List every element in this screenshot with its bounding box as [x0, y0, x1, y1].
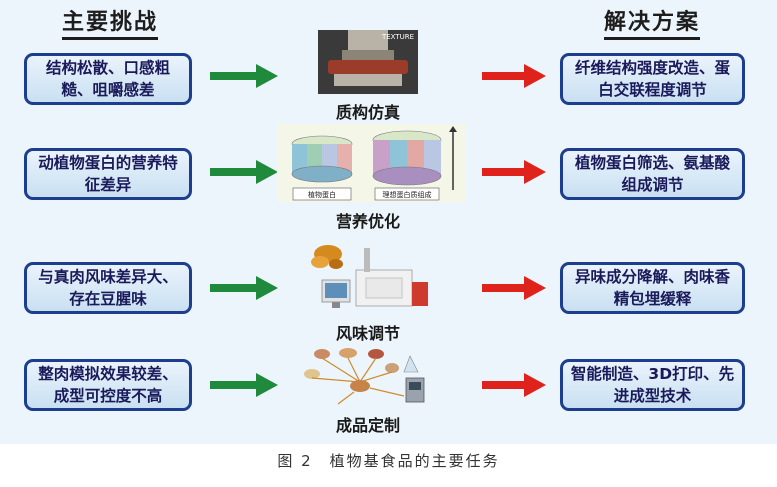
header-challenges: 主要挑战 — [62, 4, 159, 40]
flavor-image — [311, 245, 428, 308]
red-arrow-3 — [482, 276, 546, 300]
solution-box-2: 植物蛋白筛选、氨基酸组成调节 — [560, 148, 745, 200]
texture-image: TEXTURE — [318, 30, 418, 94]
challenge-text-2: 动植物蛋白的营养特征差异 — [38, 154, 178, 194]
solution-box-3: 异味成分降解、肉味香精包埋缓释 — [560, 262, 745, 314]
solution-text-4: 智能制造、3D打印、先进成型技术 — [570, 365, 735, 405]
task-label-4: 成品定制 — [335, 416, 400, 435]
nutrition-left-label: 植物蛋白 — [308, 190, 336, 199]
task-label-3: 风味调节 — [335, 324, 400, 343]
figure-caption: 图 2 植物基食品的主要任务 — [277, 452, 500, 470]
diagram-frame: 主要挑战 解决方案 结构松散、口感粗糙、咀嚼感差 TEXTURE 质构仿真 纤维… — [0, 0, 777, 444]
solution-text-3: 异味成分降解、肉味香精包埋缓释 — [574, 268, 730, 308]
challenge-text-3: 与真肉风味差异大、存在豆腥味 — [38, 268, 178, 308]
red-arrow-4 — [482, 373, 546, 397]
green-arrow-3 — [210, 276, 278, 300]
nutrition-image: 植物蛋白 理想蛋白质组成 — [277, 124, 465, 202]
task-label-1: 质构仿真 — [335, 103, 400, 122]
task-label-2: 营养优化 — [335, 212, 400, 231]
challenge-box-4: 整肉模拟效果较差、成型可控度不高 — [24, 359, 192, 411]
red-arrow-2 — [482, 160, 546, 184]
solution-text-1: 纤维结构强度改造、蛋白交联程度调节 — [574, 59, 730, 99]
challenge-text-1: 结构松散、口感粗糙、咀嚼感差 — [45, 59, 170, 99]
customization-image — [304, 348, 425, 405]
green-arrow-2 — [210, 160, 278, 184]
challenge-box-3: 与真肉风味差异大、存在豆腥味 — [24, 262, 192, 314]
green-arrow-4 — [210, 373, 278, 397]
challenge-box-1: 结构松散、口感粗糙、咀嚼感差 — [24, 53, 192, 105]
challenge-box-2: 动植物蛋白的营养特征差异 — [24, 148, 192, 200]
solution-text-2: 植物蛋白筛选、氨基酸组成调节 — [574, 154, 730, 194]
texture-overlay-text: TEXTURE — [381, 33, 414, 41]
green-arrow-1 — [210, 64, 278, 88]
solution-box-4: 智能制造、3D打印、先进成型技术 — [560, 359, 745, 411]
header-solutions: 解决方案 — [604, 4, 701, 40]
challenge-text-4: 整肉模拟效果较差、成型可控度不高 — [38, 365, 178, 405]
solution-box-1: 纤维结构强度改造、蛋白交联程度调节 — [560, 53, 745, 105]
nutrition-right-label: 理想蛋白质组成 — [383, 190, 432, 199]
red-arrow-1 — [482, 64, 546, 88]
